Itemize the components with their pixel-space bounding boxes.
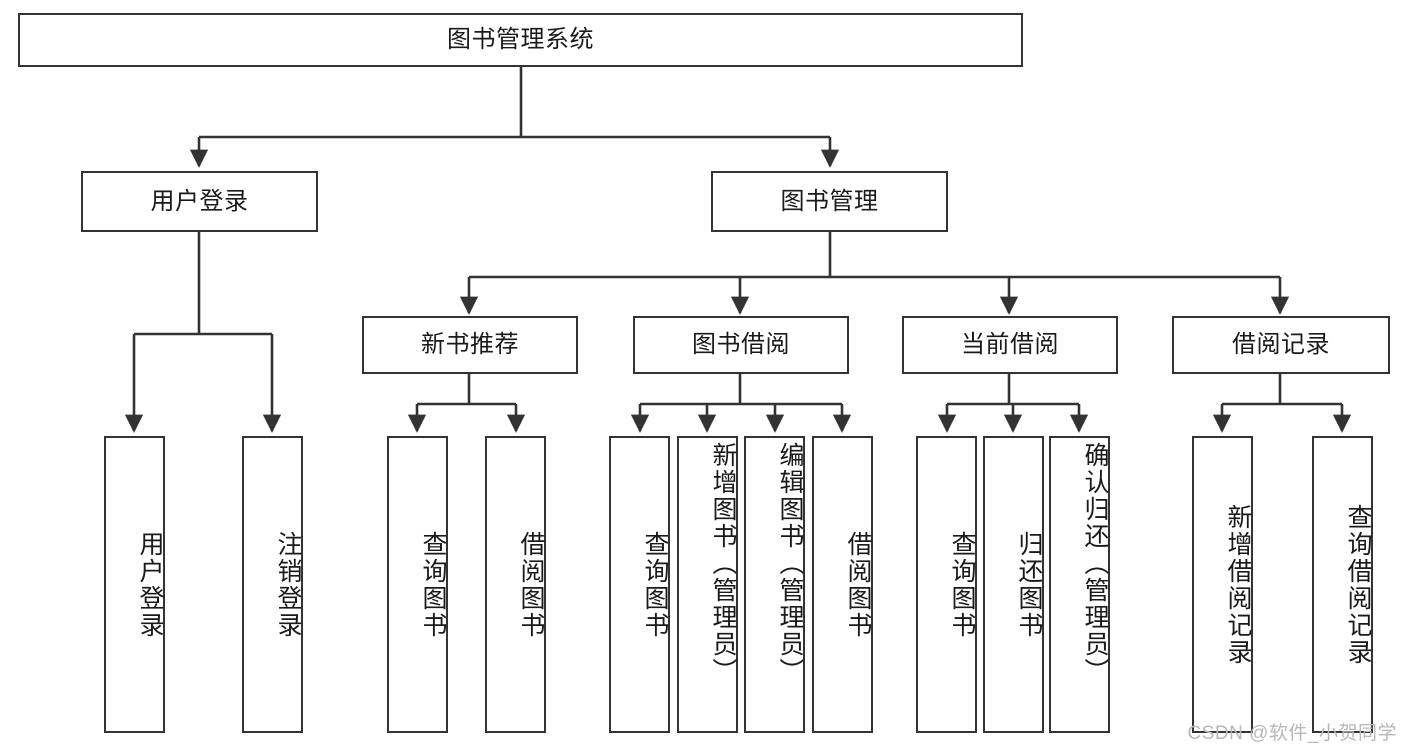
leaf-user-login-login[interactable]: 用户登录 — [104, 436, 165, 733]
node-current-borrow[interactable]: 当前借阅 — [902, 316, 1118, 374]
node-label: 借阅图书 — [844, 530, 872, 639]
node-label: 借阅图书 — [517, 530, 545, 639]
node-label: 查询图书 — [419, 530, 447, 639]
node-label: 用户登录 — [150, 187, 249, 215]
node-label: 图书管理系统 — [447, 26, 594, 54]
node-label: 编辑图书（管理员） — [776, 442, 804, 685]
node-label: 查询图书 — [641, 530, 669, 639]
node-label: 图书管理 — [780, 187, 879, 215]
node-user-login[interactable]: 用户登录 — [81, 171, 318, 232]
node-book-management[interactable]: 图书管理 — [711, 171, 948, 232]
node-label: 借阅记录 — [1232, 331, 1330, 359]
node-label: 新书推荐 — [421, 331, 519, 359]
leaf-book-borrow-add-book-admin[interactable]: 新增图书（管理员） — [677, 436, 738, 733]
node-label: 注销登录 — [274, 530, 302, 639]
node-root-book-management-system[interactable]: 图书管理系统 — [18, 13, 1023, 67]
leaf-current-borrow-confirm-return-admin[interactable]: 确认归还（管理员） — [1049, 436, 1110, 733]
leaf-user-login-logout[interactable]: 注销登录 — [242, 436, 303, 733]
node-label: 当前借阅 — [961, 331, 1059, 359]
leaf-current-borrow-query-books[interactable]: 查询图书 — [916, 436, 977, 733]
leaf-new-book-borrow-books[interactable]: 借阅图书 — [485, 436, 546, 733]
leaf-current-borrow-return-books[interactable]: 归还图书 — [983, 436, 1044, 733]
node-book-borrow[interactable]: 图书借阅 — [633, 316, 849, 374]
leaf-book-borrow-edit-book-admin[interactable]: 编辑图书（管理员） — [744, 436, 805, 733]
leaf-borrow-record-query-record[interactable]: 查询借阅记录 — [1312, 436, 1373, 733]
leaf-book-borrow-query-books[interactable]: 查询图书 — [609, 436, 670, 733]
leaf-book-borrow-borrow-books[interactable]: 借阅图书 — [812, 436, 873, 733]
node-new-book-recommend[interactable]: 新书推荐 — [362, 316, 578, 374]
node-label: 图书借阅 — [692, 331, 790, 359]
node-label: 查询图书 — [948, 530, 976, 639]
node-label: 确认归还（管理员） — [1081, 442, 1109, 685]
node-label: 新增图书（管理员） — [709, 442, 737, 685]
node-label: 归还图书 — [1015, 530, 1043, 639]
leaf-borrow-record-add-record[interactable]: 新增借阅记录 — [1192, 436, 1253, 733]
node-label: 用户登录 — [136, 530, 164, 639]
node-borrow-record[interactable]: 借阅记录 — [1172, 316, 1390, 374]
node-label: 新增借阅记录 — [1224, 503, 1252, 666]
leaf-new-book-query-books[interactable]: 查询图书 — [387, 436, 448, 733]
node-label: 查询借阅记录 — [1344, 503, 1372, 666]
